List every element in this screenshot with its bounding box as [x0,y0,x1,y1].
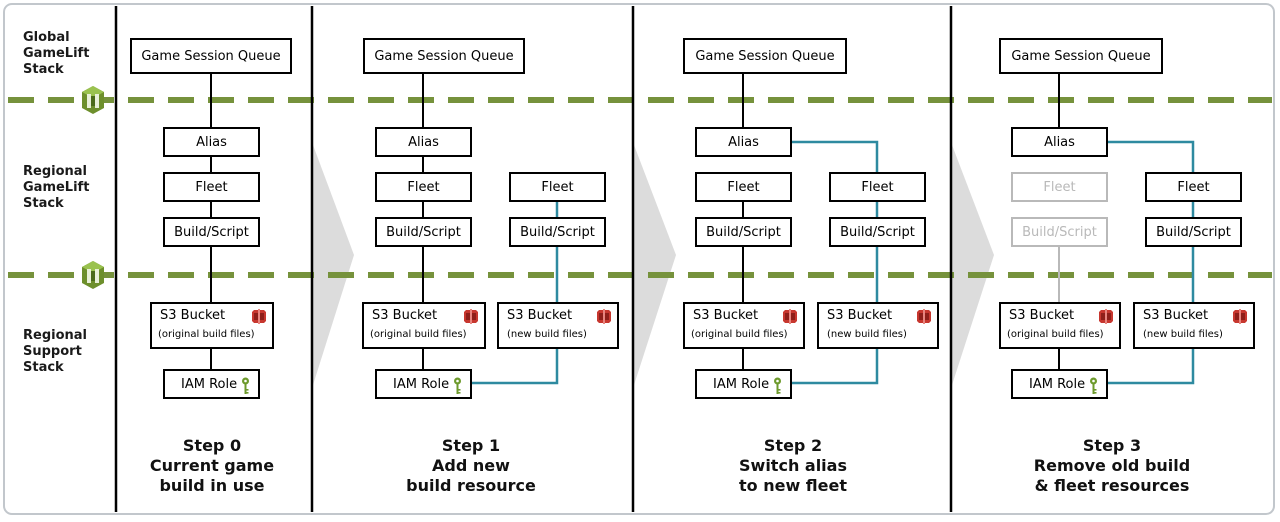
step-title: Step 0 [182,436,242,455]
s3-bucket-new: S3 Bucket (new build files) [1133,302,1255,349]
s3-bucket-sublabel: (original build files) [1007,329,1104,340]
s3-bucket-sublabel: (original build files) [370,329,467,340]
fleet-box: Fleet [375,172,472,202]
s3-bucket-sublabel: (new build files) [1143,329,1223,340]
new-connector [791,348,879,385]
step-line: build resource [406,476,536,495]
alias-box: Alias [695,127,792,157]
new-build-script-box: Build/Script [829,217,926,247]
s3-bucket-label: S3 Bucket [507,308,573,323]
s3-bucket-original: S3 Bucket (original build files) [362,302,486,349]
s3-bucket-sublabel: (new build files) [507,329,587,340]
game-session-queue-box: Game Session Queue [363,38,525,74]
new-build-script-box: Build/Script [509,217,606,247]
step-chevron-1 [313,145,354,385]
build-script-box: Build/Script [375,217,472,247]
iam-role-box: IAM Role [695,369,792,399]
s3-bucket-original: S3 Bucket (original build files) [150,302,274,349]
fleet-box: Fleet [695,172,792,202]
new-connector [1107,348,1195,385]
alias-box: Alias [375,127,472,157]
cloudformation-icon [82,86,104,114]
s3-bucket-icon [597,309,611,324]
step-caption-3: Step 3 Remove old build & fleet resource… [992,436,1232,496]
alias-box: Alias [163,127,260,157]
step-chevron-2 [634,145,676,385]
game-session-queue-box: Game Session Queue [683,38,847,74]
iam-role-label: IAM Role [393,377,450,392]
s3-bucket-icon [917,309,931,324]
new-connector [791,140,879,172]
s3-bucket-icon [464,309,478,324]
old-build-script-box-removed: Build/Script [1011,217,1108,247]
s3-bucket-label: S3 Bucket [693,308,759,323]
s3-bucket-icon [1233,309,1247,324]
s3-bucket-icon [252,309,266,324]
step-caption-0: Step 0 Current game build in use [92,436,332,496]
cloudformation-icon [82,261,104,289]
s3-bucket-label: S3 Bucket [827,308,893,323]
s3-bucket-label: S3 Bucket [1143,308,1209,323]
s3-bucket-sublabel: (original build files) [691,329,788,340]
new-connector [1107,140,1195,172]
s3-bucket-label: S3 Bucket [1009,308,1075,323]
new-fleet-box: Fleet [509,172,606,202]
key-icon [1090,377,1097,394]
key-icon [242,377,249,394]
s3-bucket-label: S3 Bucket [160,308,226,323]
step-title: Step 1 [441,436,501,455]
iam-role-label: IAM Role [181,377,238,392]
build-script-box: Build/Script [695,217,792,247]
s3-bucket-new: S3 Bucket (new build files) [497,302,619,349]
key-icon [774,377,781,394]
step-title: Step 3 [1082,436,1142,455]
new-connector [471,348,559,385]
iam-role-box: IAM Role [375,369,472,399]
iam-role-label: IAM Role [1029,377,1086,392]
step-line: Current game [149,456,275,475]
step-line: to new fleet [738,476,847,495]
step-title: Step 2 [763,436,823,455]
step-line: Switch alias [739,456,847,475]
step-line: Add new [432,456,510,475]
step-line: & fleet resources [1034,476,1190,495]
step-line: build in use [159,476,265,495]
s3-bucket-original: S3 Bucket (original build files) [683,302,805,349]
step-line: Remove old build [1033,456,1191,475]
old-fleet-box-removed: Fleet [1011,172,1108,202]
s3-bucket-icon [1099,309,1113,324]
fleet-box: Fleet [163,172,260,202]
new-fleet-box: Fleet [1145,172,1242,202]
game-session-queue-box: Game Session Queue [130,38,292,74]
s3-bucket-sublabel: (original build files) [158,329,255,340]
s3-bucket-new: S3 Bucket (new build files) [817,302,939,349]
row-label-support: Regional Support Stack [23,328,88,375]
s3-bucket-icon [783,309,797,324]
step-caption-2: Step 2 Switch alias to new fleet [673,436,913,496]
key-icon [454,377,461,394]
new-build-script-box: Build/Script [1145,217,1242,247]
alias-box: Alias [1011,127,1108,157]
game-session-queue-box: Game Session Queue [999,38,1163,74]
iam-role-box: IAM Role [163,369,260,399]
step-caption-1: Step 1 Add new build resource [351,436,591,496]
row-label-global: Global GameLift Stack [23,30,90,77]
step-chevron-3 [952,145,994,385]
s3-bucket-sublabel: (new build files) [827,329,907,340]
iam-role-box: IAM Role [1011,369,1108,399]
s3-bucket-original: S3 Bucket (original build files) [999,302,1121,349]
iam-role-label: IAM Role [713,377,770,392]
s3-bucket-label: S3 Bucket [372,308,438,323]
new-fleet-box: Fleet [829,172,926,202]
row-label-regional: Regional GameLift Stack [23,164,90,211]
build-script-box: Build/Script [163,217,260,247]
